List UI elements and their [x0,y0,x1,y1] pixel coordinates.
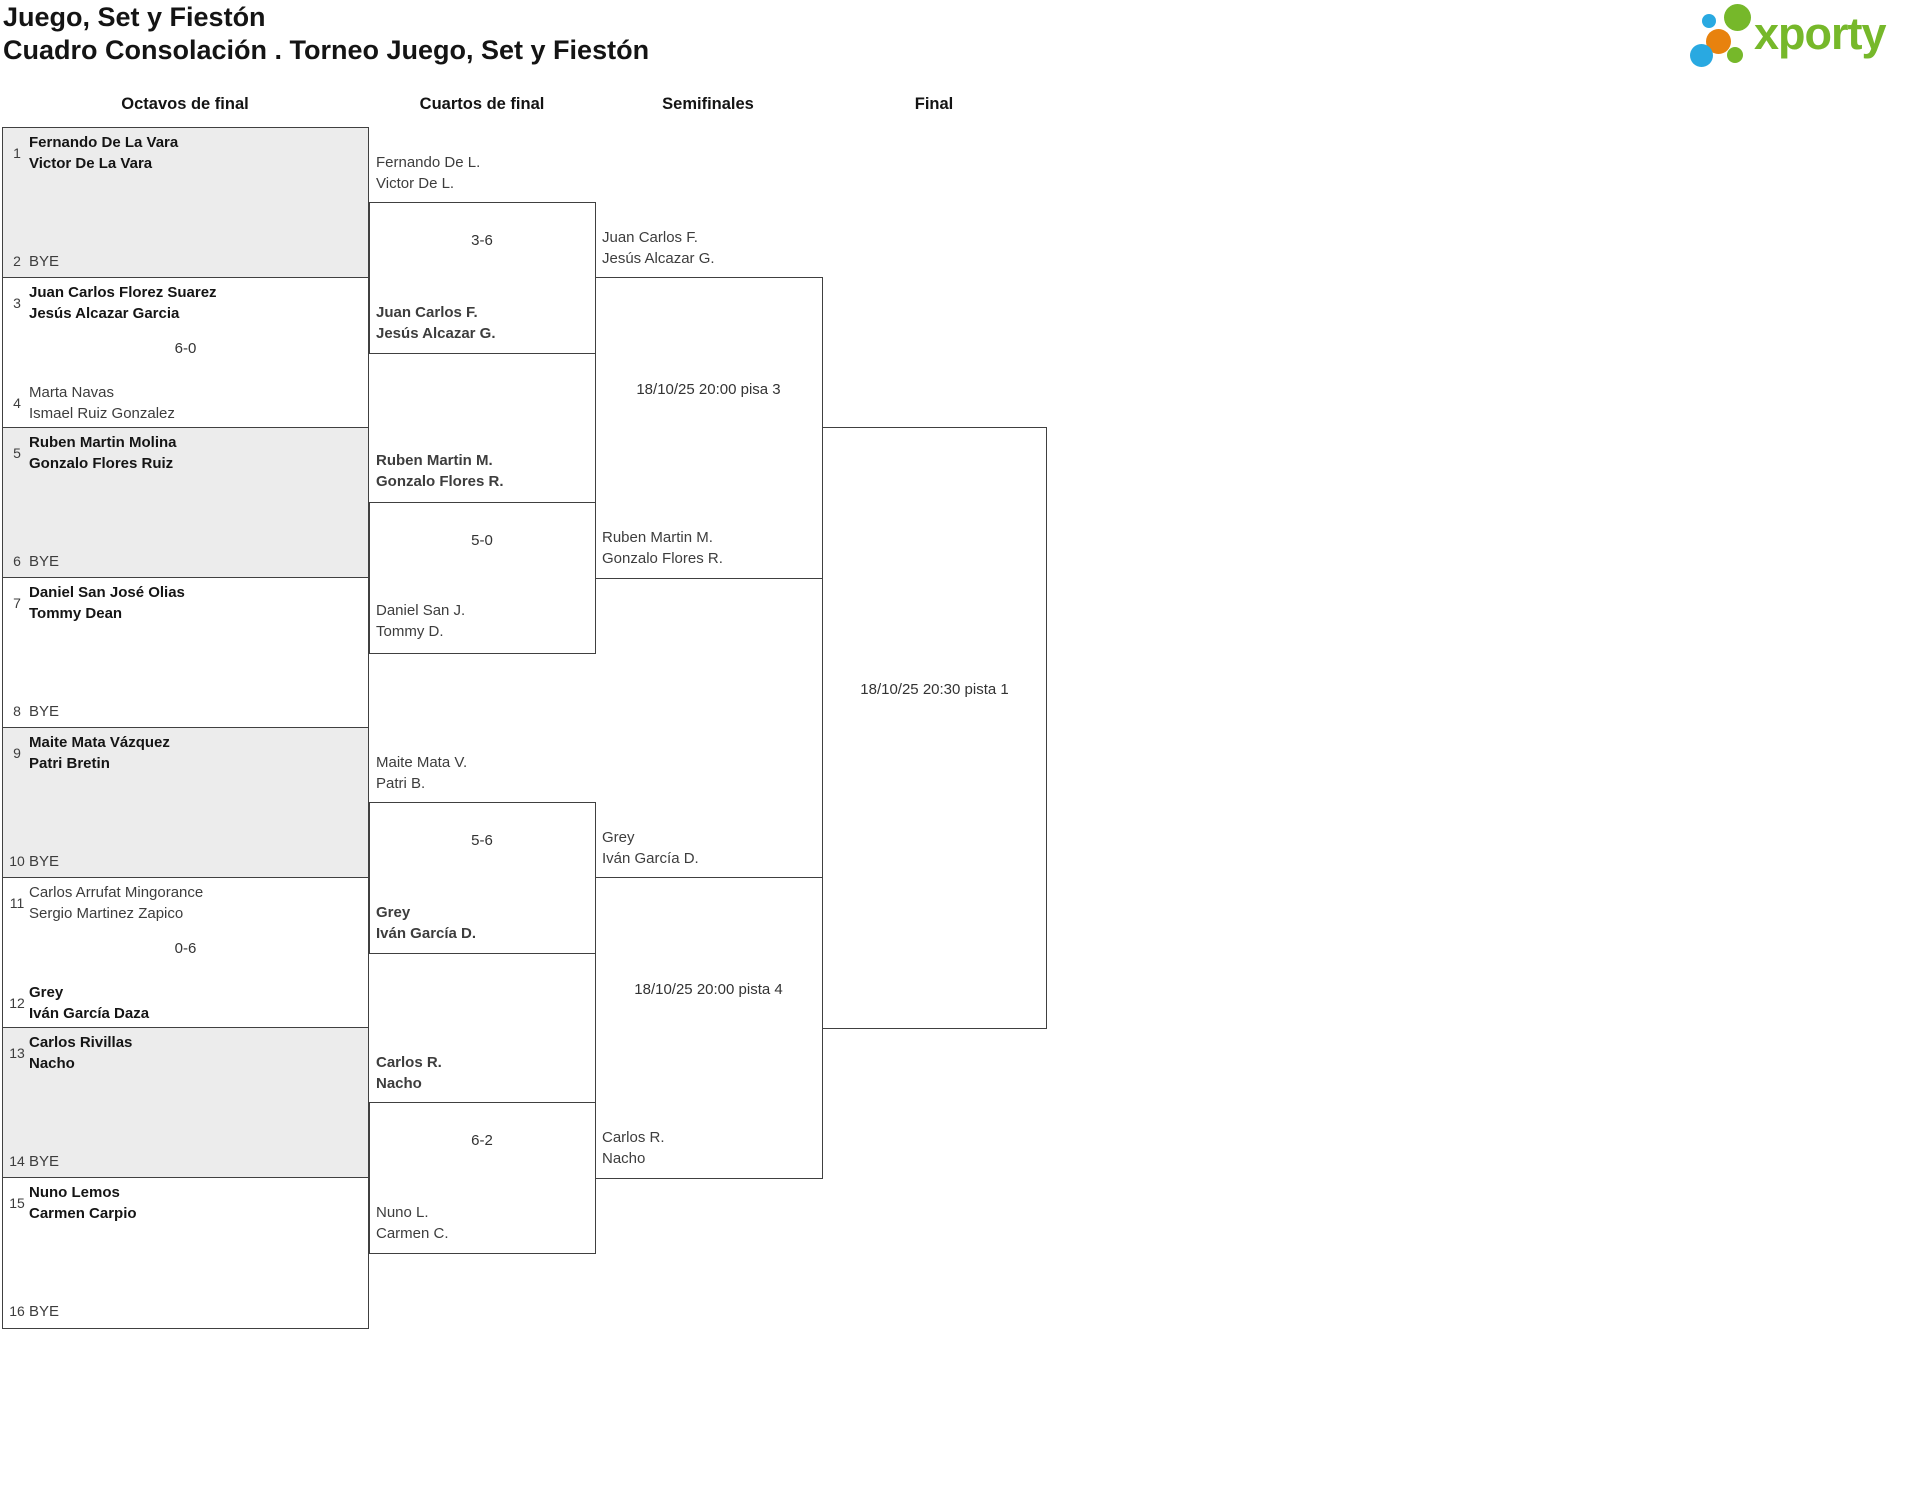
bye-label: BYE [29,1302,60,1320]
seed-number: 11 [9,895,25,911]
match-score: 5-0 [471,532,493,549]
team-label: Maite Mata V.Patri B. [376,754,468,792]
bye-label: BYE [29,552,60,570]
logo-dot-blue-small [1702,14,1716,28]
match-schedule: 18/10/25 20:00 pista 4 [634,981,783,998]
seed-number: 10 [9,853,25,869]
match-score: 0-6 [174,940,197,957]
logo-dot-green-small [1727,47,1743,63]
seed-number: 14 [9,1153,25,1169]
seed-number: 2 [13,253,21,269]
team-label: Carlos R.Nacho [602,1129,665,1167]
bye-label: BYE [29,852,60,870]
xporty-logo[interactable]: xporty [1685,0,1920,70]
match-schedule: 18/10/25 20:30 pista 1 [860,681,1009,698]
team-label: Carlos R.Nacho [376,1054,442,1092]
round-header-final: Final [914,95,954,113]
seed-number: 5 [13,445,21,461]
seed-number: 16 [9,1303,25,1319]
team-label: Ruben Martin M.Gonzalo Flores R. [376,452,504,490]
round-header-octavos: Octavos de final [121,95,249,113]
seed-number: 3 [13,295,21,311]
bracket-subtitle: Cuadro Consolación . Torneo Juego, Set y… [3,35,650,65]
logo-dot-blue-medium [1690,44,1713,67]
team-label: Daniel San J.Tommy D. [376,602,466,640]
tournament-title: Juego, Set y Fiestón [3,2,266,32]
seed-number: 15 [9,1195,25,1211]
logo-wordmark: xporty [1754,8,1887,59]
seed-number: 7 [13,595,21,611]
team-label: Juan Carlos F.Jesús Alcazar G. [376,304,496,342]
match-score: 6-0 [174,340,197,357]
match-score: 5-6 [471,832,493,849]
round-header-cuartos: Cuartos de final [419,95,545,113]
team-label: Nuno L.Carmen C. [376,1204,449,1242]
seed-number: 1 [13,145,21,161]
match-score: 6-2 [471,1132,493,1149]
final-match-box [822,427,1047,1029]
seed-number: 9 [13,745,21,761]
bye-label: BYE [29,1152,60,1170]
seed-number: 6 [13,553,21,569]
seed-number: 4 [13,394,21,411]
bye-label: BYE [29,252,60,270]
seed-number: 13 [9,1045,25,1061]
team-label: Fernando De L.Victor De L. [376,154,481,192]
bye-label: BYE [29,702,60,720]
seed-number: 8 [13,703,21,719]
logo-dot-green-large [1724,4,1751,31]
team-label: Ruben Martin M.Gonzalo Flores R. [602,529,723,567]
round-header-semis: Semifinales [662,95,754,113]
seed-number: 12 [9,994,25,1011]
match-schedule: 18/10/25 20:00 pisa 3 [636,381,781,398]
team-label: Juan Carlos F.Jesús Alcazar G. [602,229,715,267]
match-score: 3-6 [471,232,493,249]
